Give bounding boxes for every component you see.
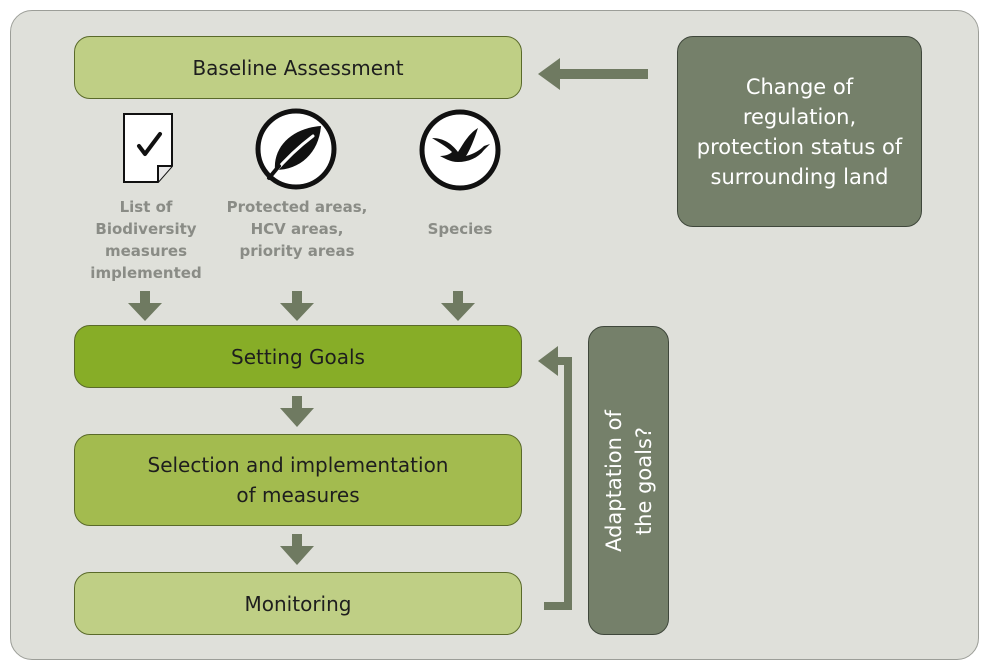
arrow-down-goals-to-selection [280,396,314,427]
input-label-protected-areas-text: Protected areas, HCV areas, priority are… [226,198,368,260]
arrow-down-protected [280,291,314,321]
baseline-assessment-label: Baseline Assessment [192,55,404,80]
arrow-down-species [441,291,475,321]
arrow-down-selection-to-monitoring [280,534,314,565]
arrow-change-to-baseline [538,58,648,90]
baseline-assessment-box: Baseline Assessment [74,36,522,99]
bird-icon [419,109,501,191]
selection-implementation-box: Selection and implementation of measures [74,434,522,526]
arrow-down-list [128,291,162,321]
setting-goals-label: Setting Goals [231,344,365,369]
change-of-regulation-box: Change of regulation, protection status … [677,36,922,227]
monitoring-box: Monitoring [74,572,522,635]
arrow-feedback-loop [538,346,572,610]
adaptation-label: Adaptation of the goals? [601,409,656,552]
setting-goals-box: Setting Goals [74,325,522,388]
monitoring-label: Monitoring [244,591,352,616]
input-label-protected-areas: Protected areas, HCV areas, priority are… [222,196,372,262]
input-label-species: Species [410,218,510,240]
checklist-icon [123,113,173,183]
leaf-icon [255,108,337,190]
input-label-species-text: Species [427,220,493,238]
selection-implementation-label: Selection and implementation of measures [147,453,449,507]
adaptation-box: Adaptation of the goals? [588,326,669,635]
input-label-biodiversity-measures: List of Biodiversity measures implemente… [80,196,212,284]
input-label-biodiversity-measures-text: List of Biodiversity measures implemente… [90,198,202,282]
change-of-regulation-label: Change of regulation, protection status … [696,74,903,189]
